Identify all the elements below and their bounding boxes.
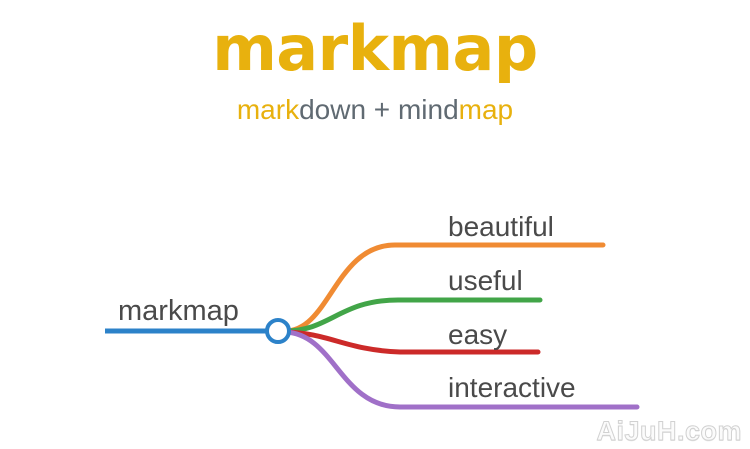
header: markmap markdown + mindmap	[0, 0, 750, 126]
watermark: AiJuH.com	[596, 416, 742, 447]
mindmap-branch-edge-useful	[282, 297, 543, 334]
mindmap-node-label-easy[interactable]: easy	[448, 319, 508, 350]
subtitle-part-mark: mark	[236, 94, 300, 126]
subtitle-part-down: down	[299, 94, 367, 126]
mindmap-node-label-interactive[interactable]: interactive	[448, 372, 576, 403]
subtitle-part-mind: mind	[397, 94, 459, 126]
mindmap-diagram[interactable]: markmap beautiful useful easy interactiv…	[0, 190, 750, 449]
mindmap-branch-edge-interactive	[282, 329, 640, 410]
mindmap-canvas	[105, 242, 640, 410]
page-title: markmap	[212, 12, 538, 85]
mindmap-node-label-beautiful[interactable]: beautiful	[448, 211, 554, 242]
subtitle-part-map: map	[458, 94, 514, 126]
mindmap-node-label-root[interactable]: markmap	[118, 295, 239, 327]
subtitle-part-plus: +	[366, 94, 398, 126]
mindmap-node-label-useful[interactable]: useful	[448, 265, 523, 296]
mindmap-branch-edge-beautiful	[282, 242, 606, 334]
page-subtitle: markdown + mindmap	[0, 81, 750, 126]
mindmap-root-node-circle[interactable]	[265, 318, 291, 344]
